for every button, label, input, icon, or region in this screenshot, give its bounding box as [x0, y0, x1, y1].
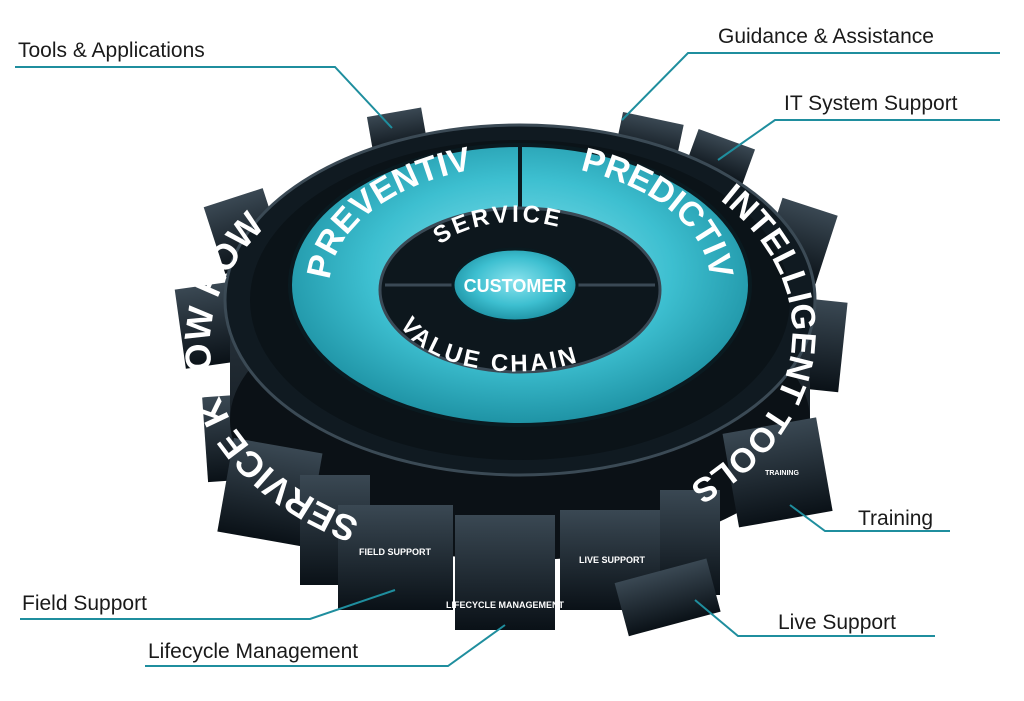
- leader-field-support: [20, 589, 396, 620]
- center-text-customer: CUSTOMER: [464, 276, 567, 296]
- center-teal-disc: [451, 247, 579, 323]
- callout-guidance-assistance: Guidance & Assistance: [718, 25, 934, 48]
- callout-field-support: Field Support: [22, 592, 147, 615]
- training-block: [722, 417, 833, 528]
- callout-it-system-support: IT System Support: [784, 92, 958, 115]
- callout-lifecycle-management: Lifecycle Management: [148, 640, 359, 663]
- front-blocks: [217, 417, 833, 637]
- callout-tools-applications: Tools & Applications: [18, 39, 205, 62]
- leader-training: [789, 504, 950, 532]
- leader-live-support: [694, 599, 935, 637]
- block-label-field: FIELD SUPPORT: [359, 547, 432, 557]
- leader-lifecycle-management: [145, 624, 506, 667]
- leader-tools-applications: [15, 66, 393, 129]
- callout-training: Training: [858, 507, 934, 530]
- block-label-live: LIVE SUPPORT: [579, 555, 646, 565]
- leader-lines: [15, 52, 1000, 667]
- field-support-block: [338, 505, 453, 610]
- block-label-lifecycle: LIFECYCLE MANAGEMENT: [446, 600, 565, 610]
- leader-guidance-assistance: [621, 52, 1000, 121]
- leader-it-system-support: [717, 119, 1000, 161]
- callout-live-support: Live Support: [778, 611, 896, 634]
- lifecycle-block: [455, 515, 555, 630]
- block-label-training: TRAINING: [765, 470, 799, 477]
